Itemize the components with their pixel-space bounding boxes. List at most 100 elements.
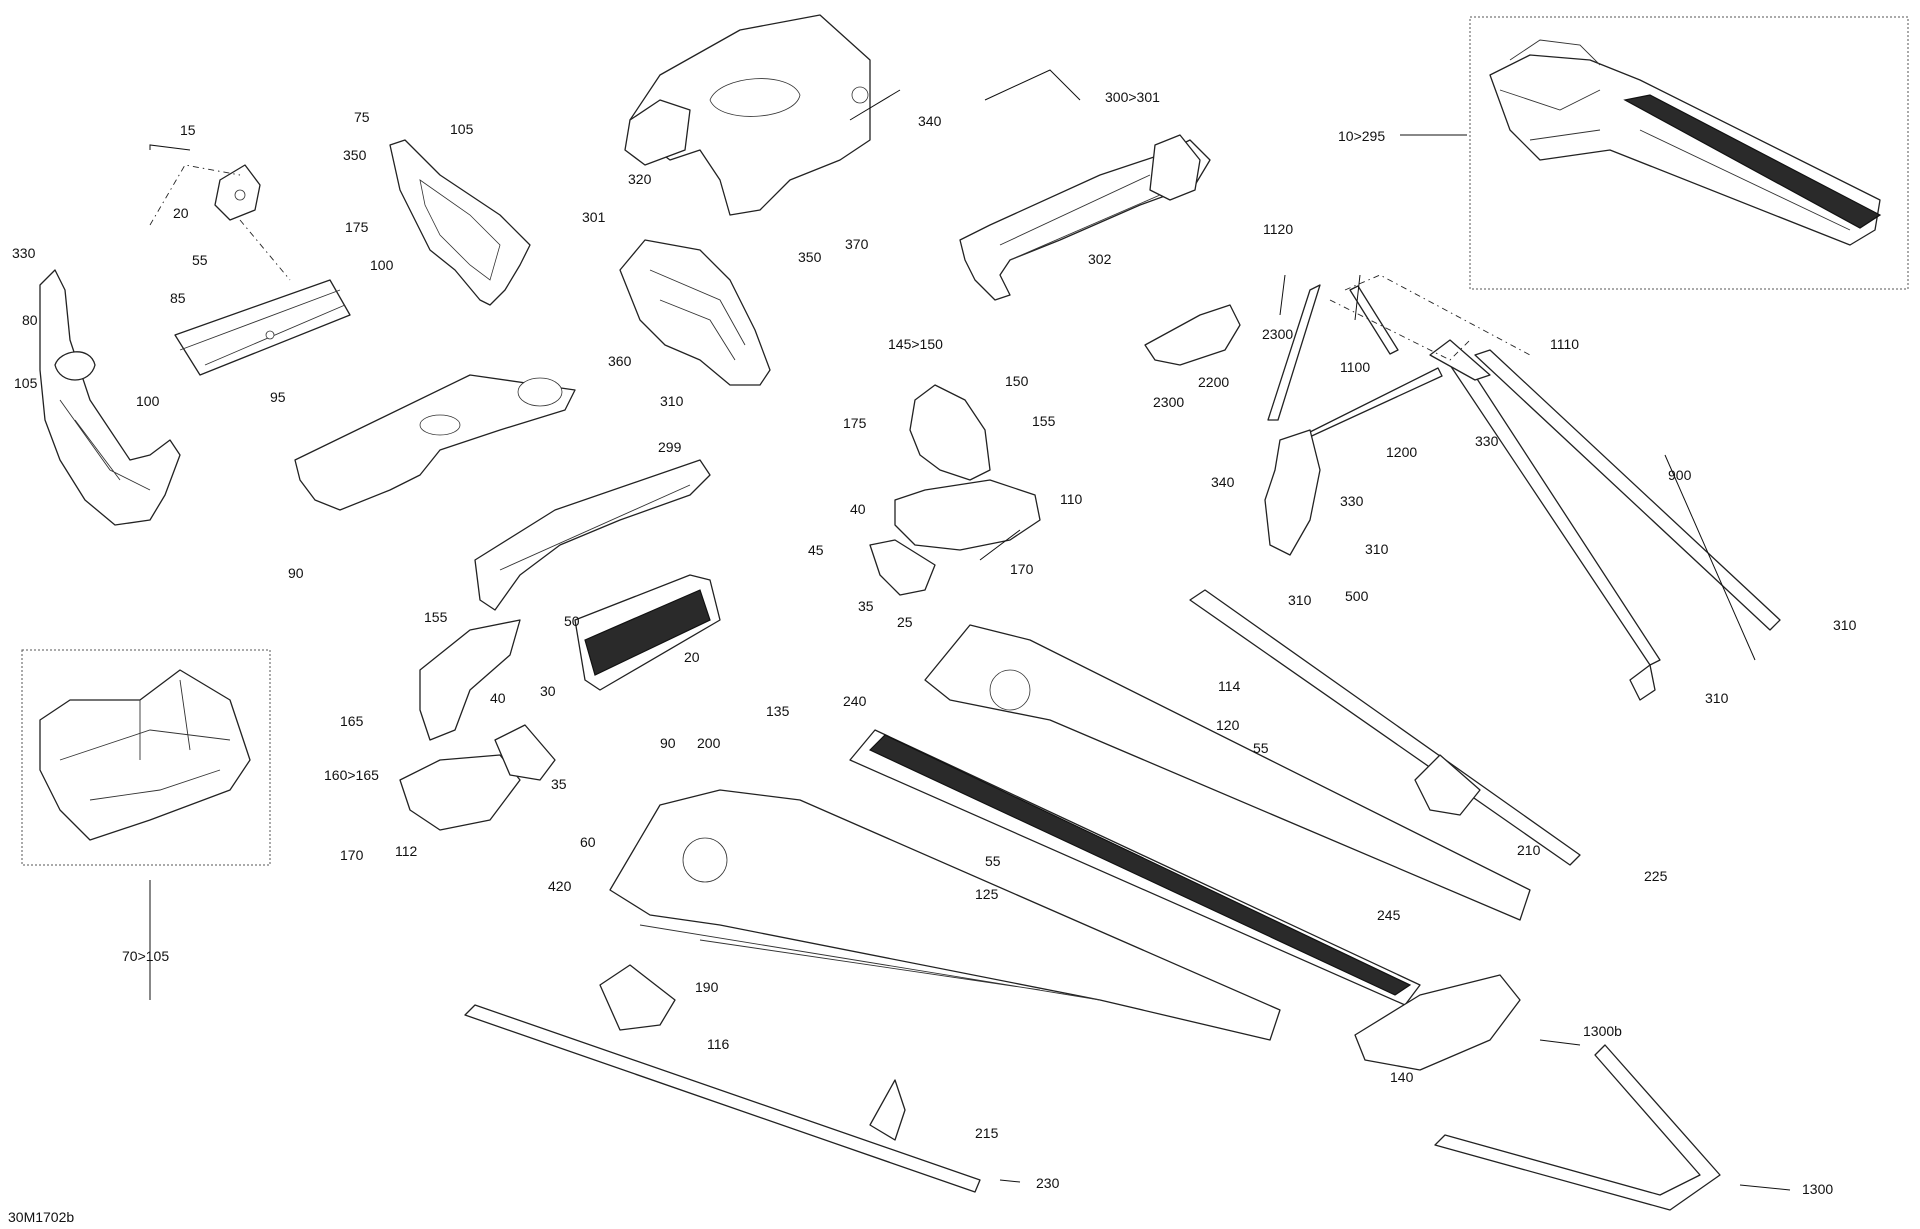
callout-1300b: 1300b — [1583, 1023, 1622, 1039]
part-floor-plate — [294, 374, 576, 511]
callout-1120: 1120 — [1263, 221, 1293, 237]
callout-170a: 170 — [1010, 561, 1034, 577]
callout-15: 15 — [180, 122, 196, 138]
callout-350b: 350 — [798, 249, 822, 265]
callout-320: 320 — [628, 171, 652, 187]
callout-300-301: 300>301 — [1105, 89, 1160, 105]
part-bracket-215 — [869, 1079, 906, 1141]
callout-25: 25 — [897, 614, 913, 630]
callout-155b: 155 — [424, 609, 448, 625]
callout-165: 165 — [340, 713, 364, 729]
callout-75: 75 — [354, 109, 370, 125]
callout-105a: 105 — [14, 375, 38, 391]
callout-95: 95 — [270, 389, 286, 405]
callout-labels: 15 20 55 175 100 85 100 95 330 80 105 75… — [12, 89, 1857, 1197]
callout-90a: 90 — [288, 565, 304, 581]
callout-190: 190 — [695, 979, 719, 995]
callout-420: 420 — [548, 878, 572, 894]
callout-160-165: 160>165 — [324, 767, 379, 783]
callout-500: 500 — [1345, 588, 1369, 604]
callout-2300b: 2300 — [1153, 394, 1184, 410]
part-side-frame — [389, 139, 531, 306]
callout-35b: 35 — [551, 776, 567, 792]
callout-330a: 330 — [12, 245, 36, 261]
callout-175a: 175 — [345, 219, 369, 235]
inset-box-left — [21, 649, 271, 866]
callout-55b: 55 — [1253, 740, 1269, 756]
callout-1300: 1300 — [1802, 1181, 1833, 1197]
callout-340b: 340 — [1211, 474, 1235, 490]
callout-340a: 340 — [918, 113, 942, 129]
part-heat-exchanger-45 — [574, 574, 721, 691]
callout-240: 240 — [843, 693, 867, 709]
callout-299: 299 — [658, 439, 682, 455]
callout-80: 80 — [22, 312, 38, 328]
callout-310b: 310 — [1365, 541, 1389, 557]
part-bracket-2200 — [1144, 304, 1241, 366]
callout-175b: 175 — [843, 415, 867, 431]
callout-105b: 105 — [450, 121, 474, 137]
part-tunnel-right-side — [924, 624, 1531, 921]
callout-210: 210 — [1517, 842, 1541, 858]
diagram-code: 30M1702b — [8, 1209, 74, 1225]
callout-360: 360 — [608, 353, 632, 369]
callout-310d: 310 — [1288, 592, 1312, 608]
callout-20b: 20 — [684, 649, 700, 665]
callout-45: 45 — [808, 542, 824, 558]
part-support-left-160 — [419, 619, 521, 741]
callout-215: 215 — [975, 1125, 999, 1141]
callout-370: 370 — [845, 236, 869, 252]
callout-1200: 1200 — [1386, 444, 1417, 460]
callout-120: 120 — [1216, 717, 1240, 733]
callout-60: 60 — [580, 834, 596, 850]
callout-35a: 35 — [858, 598, 874, 614]
callout-200: 200 — [697, 735, 721, 751]
callout-230: 230 — [1036, 1175, 1060, 1191]
part-bracket-35-25 — [869, 539, 936, 596]
part-small-bracket — [149, 164, 291, 281]
callout-125: 125 — [975, 886, 999, 902]
callout-100b: 100 — [136, 393, 160, 409]
callout-145-150: 145>150 — [888, 336, 943, 352]
callout-50: 50 — [564, 613, 580, 629]
part-bracket-plate — [174, 279, 351, 376]
callout-55a: 55 — [192, 252, 208, 268]
part-front-frame-left — [39, 269, 181, 526]
part-bracket-210 — [1414, 754, 1481, 816]
callout-310e: 310 — [1705, 690, 1729, 706]
callout-85: 85 — [170, 290, 186, 306]
part-tunnel-left-side — [609, 789, 1281, 1041]
part-upper-arm-302 — [959, 134, 1211, 301]
part-bumper-1300 — [1434, 1044, 1721, 1211]
callout-112: 112 — [395, 843, 418, 859]
callout-310c: 310 — [1833, 617, 1857, 633]
callout-330c: 330 — [1340, 493, 1364, 509]
part-steering-support — [619, 239, 771, 386]
callout-116: 116 — [707, 1036, 730, 1052]
callout-40a: 40 — [850, 501, 866, 517]
callout-1100: 1100 — [1340, 359, 1370, 375]
callout-20a: 20 — [173, 205, 189, 221]
callout-135: 135 — [766, 703, 790, 719]
part-rods-right — [1264, 274, 1781, 701]
part-side-plate-299 — [474, 459, 711, 611]
part-running-board-240 — [849, 729, 1421, 1006]
callout-330b: 330 — [1475, 433, 1499, 449]
callout-900: 900 — [1668, 467, 1692, 483]
callout-301: 301 — [582, 209, 606, 225]
callout-30: 30 — [540, 683, 556, 699]
part-bracket-116 — [599, 964, 676, 1031]
callout-350a: 350 — [343, 147, 367, 163]
part-rail-230 — [464, 1004, 981, 1193]
callout-100a: 100 — [370, 257, 394, 273]
callout-55c: 55 — [985, 853, 1001, 869]
callout-114: 114 — [1218, 678, 1241, 694]
callout-225: 225 — [1644, 868, 1668, 884]
callout-150: 150 — [1005, 373, 1029, 389]
leader-lines — [149, 69, 1791, 1191]
callout-2200: 2200 — [1198, 374, 1229, 390]
part-support-145-150 — [894, 384, 1041, 551]
part-bracket-30 — [494, 724, 556, 781]
inset-box-top-right — [1469, 16, 1909, 290]
callout-170b: 170 — [340, 847, 364, 863]
